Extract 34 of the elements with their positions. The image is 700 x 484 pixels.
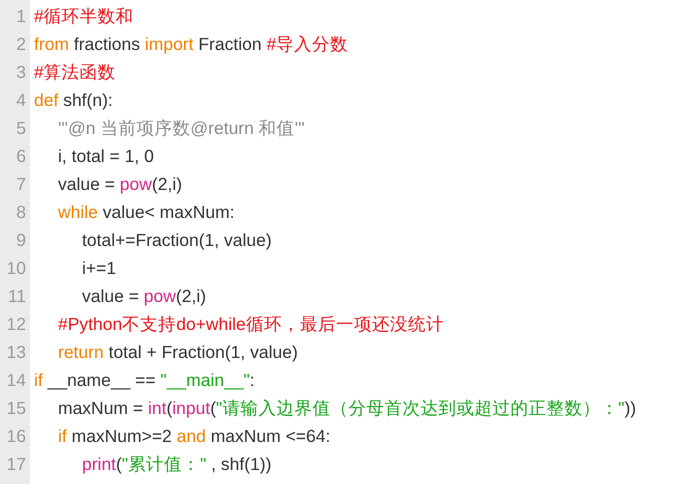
code-line: return total + Fraction(1, value) (58, 341, 298, 364)
code-line: if __name__ == "__main__": (34, 369, 255, 392)
line-number: 14 (6, 369, 26, 392)
code-line: value = pow(2,i) (82, 285, 206, 308)
line-number: 11 (6, 285, 26, 308)
code-line: #循环半数和 (34, 5, 134, 28)
code-line: while value< maxNum: (58, 201, 235, 224)
line-number: 12 (6, 313, 26, 336)
line-number: 10 (6, 257, 26, 280)
code-line: print("累计值：" , shf(1)) (82, 453, 272, 476)
line-number: 17 (6, 453, 26, 476)
line-number: 9 (15, 229, 26, 252)
code-line: i+=1 (82, 257, 116, 280)
line-number: 5 (15, 117, 26, 140)
line-number: 7 (15, 173, 26, 196)
line-number: 13 (6, 341, 26, 364)
line-number: 3 (15, 61, 26, 84)
code-line: #Python不支持do+while循环，最后一项还没统计 (58, 313, 444, 336)
code-line: '''@n 当前项序数@return 和值''' (58, 117, 305, 140)
line-number: 16 (6, 425, 26, 448)
line-number: 1 (15, 5, 26, 28)
line-number: 2 (15, 33, 26, 56)
line-number: 8 (15, 201, 26, 224)
code-line: from fractions import Fraction #导入分数 (34, 33, 348, 56)
code-line: #算法函数 (34, 61, 116, 84)
code-line: value = pow(2,i) (58, 173, 182, 196)
code-line: def shf(n): (34, 89, 113, 112)
code-line: maxNum = int(input("请输入边界值（分母首次达到或超过的正整数）：")) (58, 397, 636, 420)
line-number: 4 (15, 89, 26, 112)
code-line: total+=Fraction(1, value) (82, 229, 272, 252)
code-line: if maxNum>=2 and maxNum <=64: (58, 425, 330, 448)
line-number: 15 (6, 397, 26, 420)
line-number: 6 (15, 145, 26, 168)
code-line: i, total = 1, 0 (58, 145, 154, 168)
